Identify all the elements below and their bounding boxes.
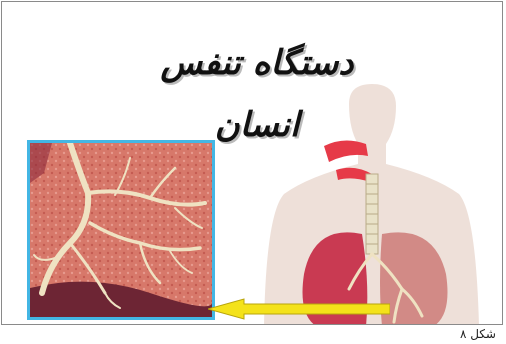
pointer-arrow [208, 298, 390, 320]
lung-tissue-illustration [30, 143, 212, 317]
human-torso-illustration [254, 84, 494, 325]
figure-frame: دستگاه تنفس انسان [1, 1, 503, 325]
lung-tissue-inset [27, 140, 215, 320]
respiratory-system-figure [254, 84, 494, 325]
figure-caption: شکل ۸ [460, 326, 496, 342]
